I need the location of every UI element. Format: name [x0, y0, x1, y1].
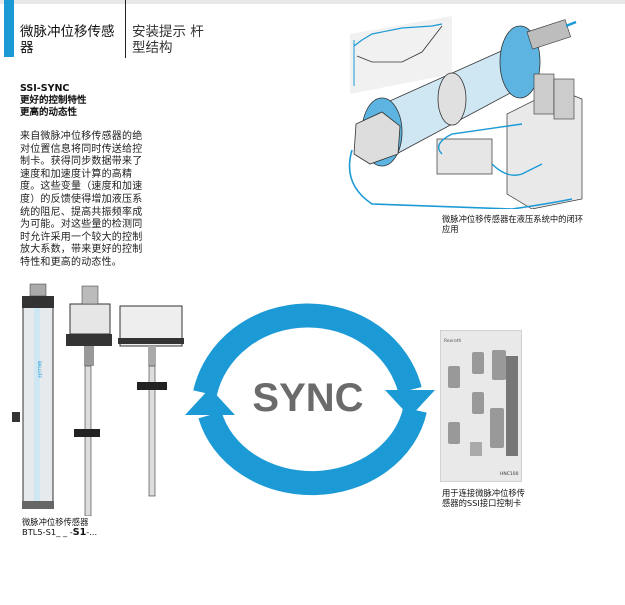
lead-line-3: 更高的动态性 [20, 107, 78, 118]
header-divider [125, 0, 126, 58]
section-subtitle: 安装提示 杆型结构 [132, 24, 204, 56]
sync-arrow-top [193, 303, 422, 396]
model-suffix: -... [86, 527, 98, 537]
hydraulic-caption: 微脉冲位移传感器在液压系统中的闭环应用 [442, 214, 584, 234]
top-band [0, 0, 625, 4]
sync-cycle-diagram: SYNC [185, 303, 435, 496]
control-card-illustration: Rexroth HNC100 [440, 330, 522, 482]
section-accent-bar [4, 0, 14, 57]
card-caption: 用于连接微脉冲位移传感器的SSI接口控制卡 [442, 488, 525, 508]
model-bold: S1 [72, 527, 87, 538]
body-paragraph: 来自微脉冲位移传感器的绝对位置信息将同时传送给控制卡。获得同步数据带来了速度和加… [20, 131, 143, 268]
lead-line-1: SSI-SYNC [20, 83, 70, 94]
sensor-caption: 微脉冲位移传感器 BTL5-S1_ _ -S1-... [22, 517, 142, 538]
sensor-caption-title: 微脉冲位移传感器 [22, 517, 89, 527]
lead-heading: SSI-SYNC 更好的控制特性 更高的动态性 [20, 83, 150, 119]
card-model-label: HNC100 [500, 471, 519, 477]
sensor-products-illustration: BALLUFF [12, 283, 184, 516]
section-title: 微脉冲位移传感器 [20, 24, 115, 56]
card-brand: Rexroth [444, 338, 462, 344]
sync-label: SYNC [252, 376, 363, 420]
sensor-brand-logo: BALLUFF [37, 361, 42, 379]
sync-arrowhead-right [385, 390, 435, 417]
sync-arrow-bottom [198, 407, 427, 496]
lead-line-2: 更好的控制特性 [20, 95, 87, 106]
sync-arrowhead-left [185, 388, 235, 415]
sensor-caption-model: BTL5-S1_ _ -S1-... [22, 527, 142, 538]
model-prefix: BTL5-S1_ _ - [22, 527, 73, 537]
hydraulic-system-illustration [348, 16, 583, 209]
